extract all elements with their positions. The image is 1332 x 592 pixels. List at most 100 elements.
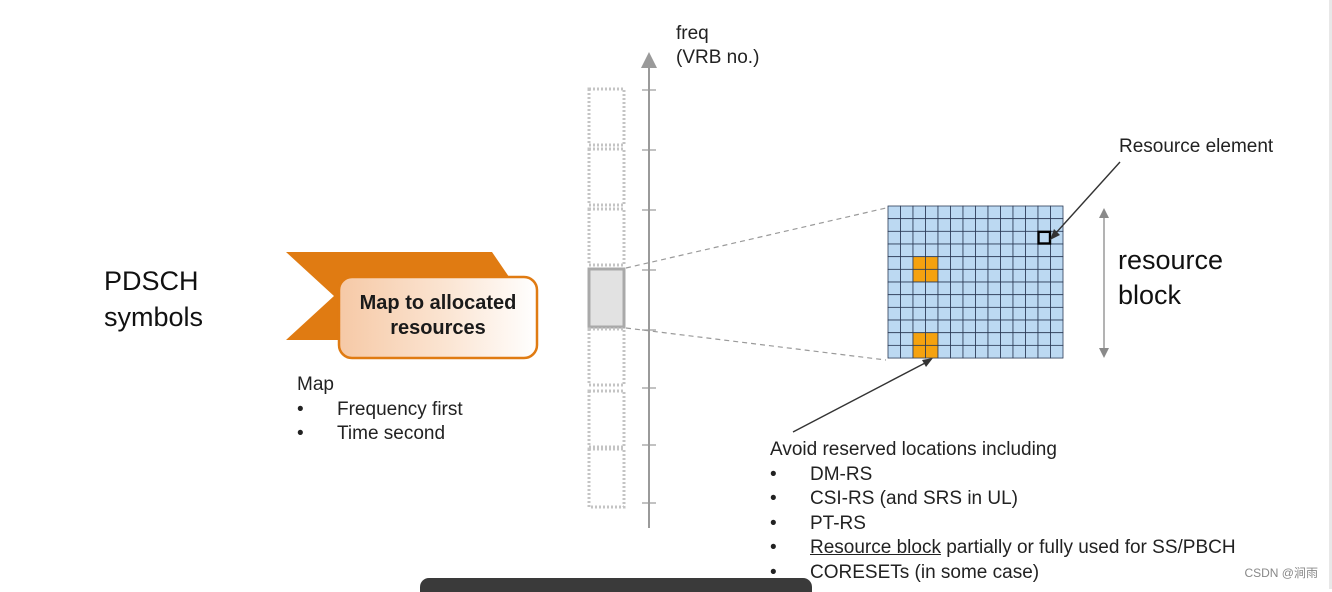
map-order-item: Frequency first xyxy=(297,398,463,423)
vrb-column xyxy=(587,87,626,509)
resource-cell xyxy=(887,256,901,270)
resource-cell xyxy=(1012,332,1026,346)
resource-cell xyxy=(1012,294,1026,308)
resource-cell xyxy=(962,281,976,296)
resource-cell xyxy=(950,243,964,258)
resource-cell xyxy=(1037,218,1051,232)
resource-cell xyxy=(1025,268,1039,283)
map-box-line1: Map to allocated xyxy=(359,292,517,314)
resource-cell xyxy=(1050,243,1064,258)
resource-cell xyxy=(887,332,901,346)
resource-cell xyxy=(900,344,914,359)
resource-block-size-arrow xyxy=(1099,208,1109,358)
vrb-block xyxy=(587,447,626,509)
resource-cell xyxy=(962,256,976,270)
avoid-item-resource-block: Resource block partially or fully used f… xyxy=(770,536,1236,561)
resource-cell xyxy=(962,319,976,334)
resource-cell xyxy=(1050,281,1064,296)
resource-cell xyxy=(900,205,914,220)
resource-cell xyxy=(937,319,951,334)
resource-cell xyxy=(962,294,976,308)
resource-cell xyxy=(975,332,989,346)
resource-cell xyxy=(987,230,1001,245)
resource-cell xyxy=(887,344,901,359)
resource-block-link-text: Resource block xyxy=(810,537,941,558)
resource-cell xyxy=(962,230,976,245)
resource-element-highlight xyxy=(1037,230,1052,245)
resource-cell xyxy=(950,205,964,220)
resource-cell xyxy=(900,332,914,346)
reserved-cell xyxy=(912,256,926,270)
resource-cell xyxy=(987,306,1001,321)
resource-cell xyxy=(962,268,976,283)
resource-cell xyxy=(962,218,976,232)
resource-cell xyxy=(1000,218,1014,232)
resource-cell xyxy=(987,268,1001,283)
reserved-cell xyxy=(925,268,939,283)
resource-cell xyxy=(975,294,989,308)
reserved-cell xyxy=(925,344,939,359)
resource-cell xyxy=(887,243,901,258)
vrb-block xyxy=(587,147,626,207)
resource-cell xyxy=(925,281,939,296)
resource-cell xyxy=(1025,306,1039,321)
resource-cell xyxy=(962,205,976,220)
resource-cell xyxy=(987,319,1001,334)
resource-cell xyxy=(1025,243,1039,258)
resource-cell xyxy=(1000,205,1014,220)
map-box xyxy=(337,275,539,360)
reserved-cell xyxy=(912,344,926,359)
resource-cell xyxy=(1000,319,1014,334)
resource-cell xyxy=(887,205,901,220)
vrb-block xyxy=(587,389,626,449)
zoom-line-top xyxy=(625,207,887,269)
resource-cell xyxy=(1000,268,1014,283)
resource-cell xyxy=(887,294,901,308)
resource-cell xyxy=(887,218,901,232)
resource-cell xyxy=(950,332,964,346)
resource-cell xyxy=(900,230,914,245)
pdsch-line1: PDSCH xyxy=(104,266,199,296)
resource-cell xyxy=(887,230,901,245)
resource-cell xyxy=(1000,243,1014,258)
resource-cell xyxy=(912,306,926,321)
resource-cell xyxy=(1037,205,1051,220)
resource-cell xyxy=(900,294,914,308)
resource-cell xyxy=(925,319,939,334)
pdsch-line2: symbols xyxy=(104,302,204,332)
resource-cell xyxy=(937,243,951,258)
resource-cell xyxy=(937,332,951,346)
resource-cell xyxy=(1037,230,1051,245)
resource-cell xyxy=(1037,344,1051,359)
video-control-bar[interactable] xyxy=(420,578,812,592)
resource-cell xyxy=(887,319,901,334)
map-order-block: Map Frequency first Time second xyxy=(297,373,463,447)
resource-cell xyxy=(900,268,914,283)
resource-cell xyxy=(1050,256,1064,270)
resource-cell xyxy=(1037,268,1051,283)
resource-cell xyxy=(1000,230,1014,245)
resource-cell xyxy=(1050,319,1064,334)
resource-cell xyxy=(1012,230,1026,245)
resource-cell xyxy=(937,268,951,283)
avoid-reserved-block: Avoid reserved locations including DM-RS… xyxy=(770,438,1236,585)
resource-cell xyxy=(1050,294,1064,308)
resource-cell xyxy=(1012,344,1026,359)
resource-cell xyxy=(987,281,1001,296)
resource-cell xyxy=(1037,332,1051,346)
resource-cell xyxy=(987,205,1001,220)
resource-cell xyxy=(1025,218,1039,232)
map-box-line2: resources xyxy=(390,317,486,339)
resource-cell xyxy=(937,294,951,308)
resource-cell xyxy=(1025,230,1039,245)
resource-cell xyxy=(975,205,989,220)
resource-cell xyxy=(1025,344,1039,359)
resource-cell xyxy=(937,205,951,220)
vrb-block xyxy=(587,87,626,147)
resource-cell xyxy=(1012,268,1026,283)
resource-cell xyxy=(925,218,939,232)
resource-cell xyxy=(925,230,939,245)
resource-cell xyxy=(1012,243,1026,258)
vrb-block xyxy=(587,327,626,387)
